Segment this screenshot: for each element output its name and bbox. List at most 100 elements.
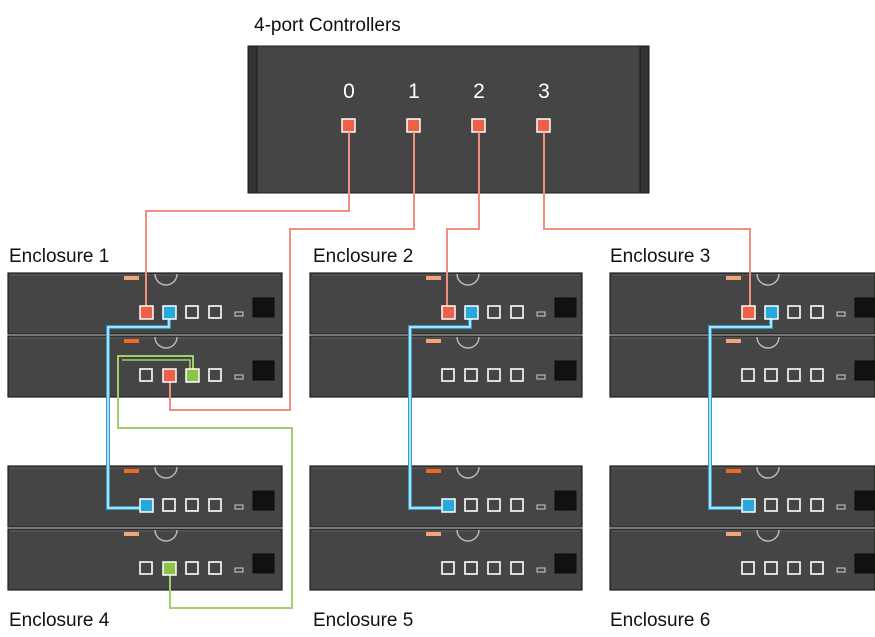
module-latch [456, 273, 480, 286]
enclosure-6 [609, 465, 875, 591]
enclosure-6-module-1-port-3[interactable] [787, 498, 801, 512]
enclosure-2-module-1-port-1[interactable] [441, 305, 456, 320]
enclosure-5-module-2 [309, 528, 583, 591]
controller-port-3[interactable] [536, 118, 551, 133]
enclosure-3-module-2-port-3[interactable] [787, 368, 801, 382]
module-latch [154, 466, 178, 479]
status-led [426, 339, 441, 343]
module-chassis [609, 528, 875, 591]
module-chassis [7, 335, 283, 398]
enclosure-6-module-2-port-3[interactable] [787, 561, 801, 575]
enclosure-5-module-2-port-4[interactable] [510, 561, 524, 575]
power-block [554, 297, 577, 318]
enclosure-4-module-2-port-4[interactable] [208, 561, 222, 575]
enclosure-5-module-2-port-1[interactable] [441, 561, 455, 575]
power-block [554, 553, 577, 574]
connector-glyph [234, 567, 244, 573]
enclosure-4-module-1-port-2[interactable] [162, 498, 176, 512]
connector-glyph [836, 374, 846, 380]
enclosure-6-module-1-port-4[interactable] [810, 498, 824, 512]
enclosure-4-module-1-port-3[interactable] [185, 498, 199, 512]
enclosure-1-module-1-port-3[interactable] [185, 305, 199, 319]
enclosure-3-module-1-port-1[interactable] [741, 305, 756, 320]
module-chassis [609, 465, 875, 528]
enclosure-4-module-2 [7, 528, 283, 591]
power-block [854, 297, 875, 318]
enclosure-3-module-2-port-2[interactable] [764, 368, 778, 382]
enclosure-1-module-1-port-2[interactable] [162, 305, 177, 320]
enclosure-5-module-1-port-2[interactable] [464, 498, 478, 512]
enclosure-4-module-2-port-1[interactable] [139, 561, 153, 575]
enclosure-layer [7, 272, 875, 591]
enclosure-2-module-2-port-3[interactable] [487, 368, 501, 382]
status-led [726, 276, 741, 280]
enclosure-5-module-2-port-2[interactable] [464, 561, 478, 575]
enclosure-3-module-1-port-2[interactable] [764, 305, 779, 320]
enclosure-3-label: Enclosure 3 [610, 246, 710, 267]
enclosure-6-label: Enclosure 6 [610, 610, 710, 631]
enclosure-3-module-2-port-1[interactable] [741, 368, 755, 382]
controller-chassis [247, 45, 650, 194]
enclosure-3-module-1 [609, 272, 875, 335]
enclosure-3-module-1-port-3[interactable] [787, 305, 801, 319]
enclosure-5-module-1-port-3[interactable] [487, 498, 501, 512]
status-led [726, 469, 741, 473]
enclosure-6-module-2 [609, 528, 875, 591]
module-chassis [609, 335, 875, 398]
status-led [124, 276, 139, 280]
enclosure-6-module-2-port-2[interactable] [764, 561, 778, 575]
enclosure-4-module-1-port-1[interactable] [139, 498, 154, 513]
enclosure-4-module-2-port-2[interactable] [162, 561, 177, 576]
enclosure-1-module-1-port-1[interactable] [139, 305, 154, 320]
controller-port-0[interactable] [341, 118, 356, 133]
connector-glyph [536, 504, 546, 510]
enclosure-1-module-2-port-3[interactable] [185, 368, 200, 383]
cable-layer [106, 132, 773, 609]
status-led [124, 339, 139, 343]
module-chassis [309, 465, 583, 528]
cable-enc1-green-loop-a [117, 355, 293, 609]
cable-controller1-enc4 [169, 132, 415, 411]
enclosure-1-module-2-port-1[interactable] [139, 368, 153, 382]
enclosure-6-module-2-port-1[interactable] [741, 561, 755, 575]
enclosure-2-module-1-port-3[interactable] [487, 305, 501, 319]
enclosure-2-module-2-port-1[interactable] [441, 368, 455, 382]
enclosure-2-module-1-port-2[interactable] [464, 305, 479, 320]
enclosure-4 [7, 465, 283, 591]
enclosure-3 [609, 272, 875, 398]
controller-title: 4-port Controllers [254, 15, 401, 36]
module-latch [456, 529, 480, 542]
enclosure-2-module-1-port-4[interactable] [510, 305, 524, 319]
status-led [726, 339, 741, 343]
power-block [252, 490, 275, 511]
power-block [554, 490, 577, 511]
enclosure-2-module-2-port-2[interactable] [464, 368, 478, 382]
controller-port-2[interactable] [471, 118, 486, 133]
enclosure-1-module-1-port-4[interactable] [208, 305, 222, 319]
module-latch [154, 529, 178, 542]
enclosure-1-module-2-port-2[interactable] [162, 368, 177, 383]
enclosure-4-label: Enclosure 4 [9, 610, 110, 631]
connector-glyph [234, 374, 244, 380]
enclosure-6-module-2-port-4[interactable] [810, 561, 824, 575]
status-led [124, 469, 139, 473]
enclosure-2-module-2-port-4[interactable] [510, 368, 524, 382]
enclosure-4-module-1-port-4[interactable] [208, 498, 222, 512]
enclosure-3-module-2 [609, 335, 875, 398]
enclosure-3-module-1-port-4[interactable] [810, 305, 824, 319]
enclosure-5-module-1-port-4[interactable] [510, 498, 524, 512]
enclosure-6-module-1-port-2[interactable] [764, 498, 778, 512]
enclosure-5-module-1-port-1[interactable] [441, 498, 456, 513]
controller-port-1[interactable] [406, 118, 421, 133]
enclosure-5-module-2-port-3[interactable] [487, 561, 501, 575]
enclosure-3-module-2-port-4[interactable] [810, 368, 824, 382]
module-chassis [609, 272, 875, 335]
enclosure-1-module-2-port-4[interactable] [208, 368, 222, 382]
enclosure-4-module-2-port-3[interactable] [185, 561, 199, 575]
enclosure-6-module-1-port-1[interactable] [741, 498, 756, 513]
connector-glyph [536, 311, 546, 317]
power-block [854, 490, 875, 511]
controller: 4-port Controllers 0 1 2 3 [247, 15, 650, 194]
